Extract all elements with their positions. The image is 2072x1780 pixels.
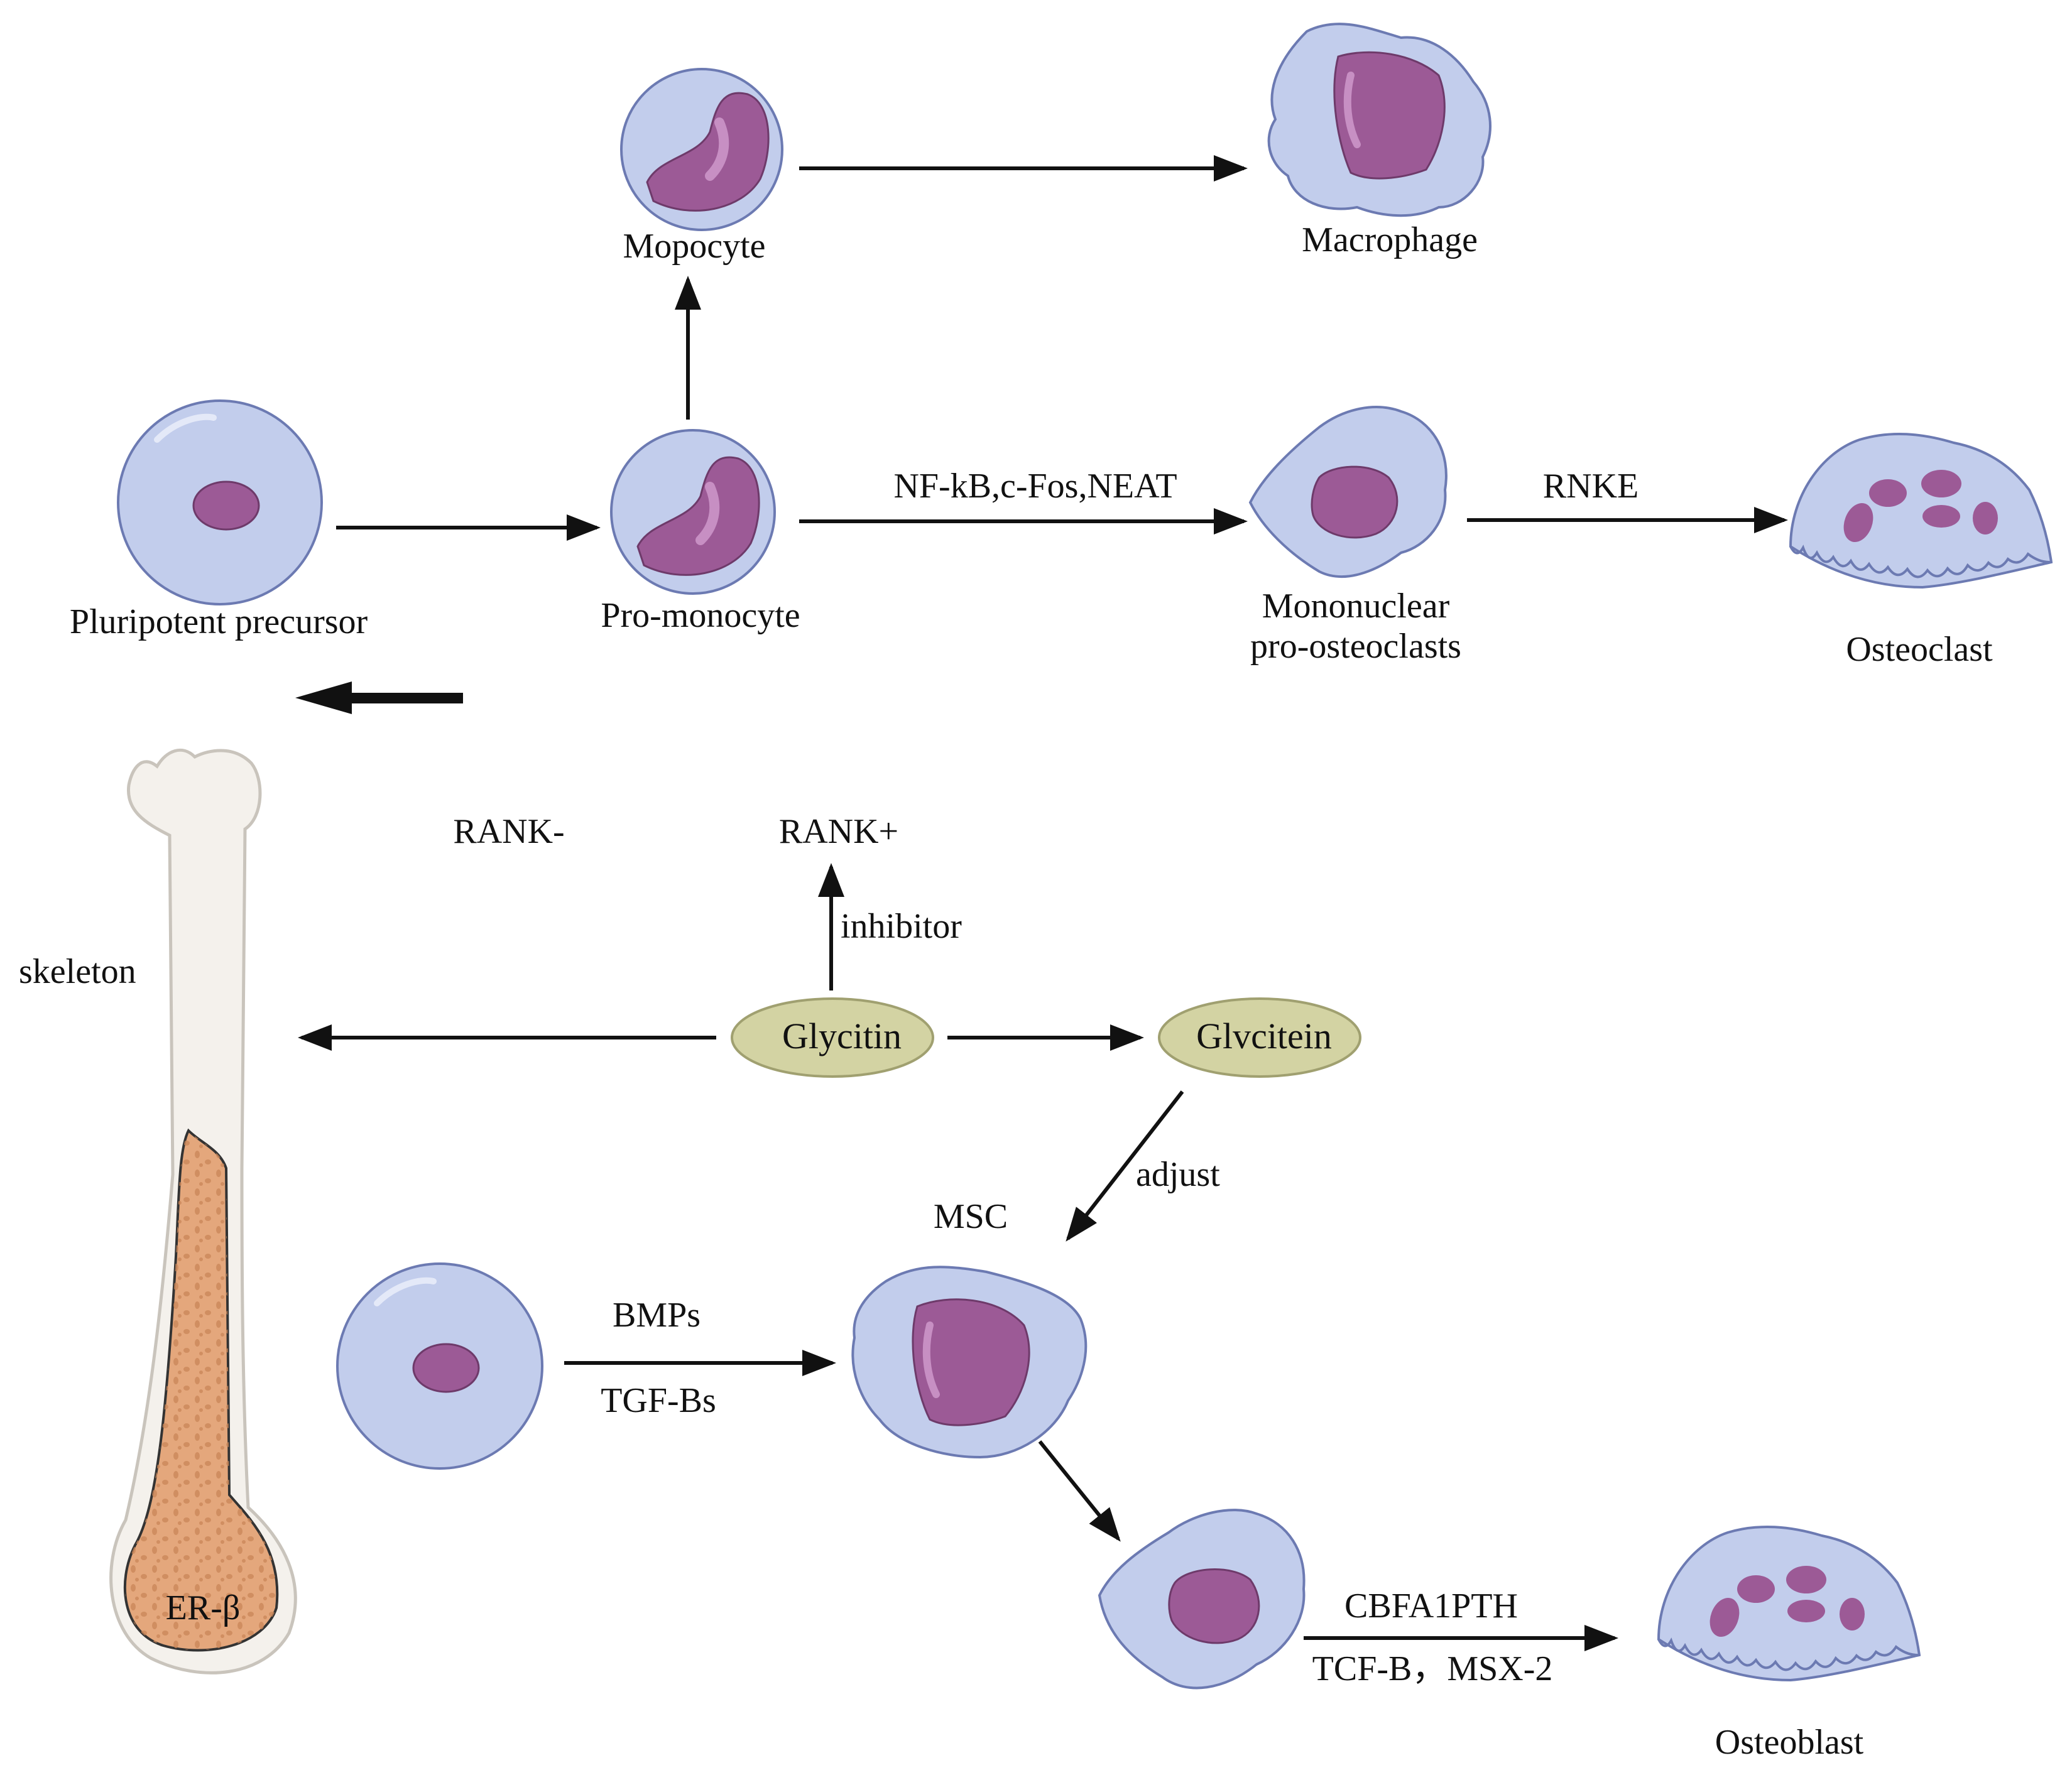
glvcitein-oval (1158, 997, 1361, 1078)
osteoclast-cell (1789, 432, 2053, 589)
osteoblast-label: Osteoblast (1715, 1723, 1864, 1762)
mopocyte-cell (620, 68, 783, 231)
bone-skeleton (109, 748, 297, 1674)
cbfa1pth-label: CBFA1PTH (1344, 1587, 1518, 1625)
adjust-label: adjust (1136, 1155, 1220, 1194)
skeleton-label: skeleton (19, 952, 136, 991)
mononuclear-label-line2: pro-osteoclasts (1250, 627, 1461, 666)
arrows (298, 155, 1788, 1651)
pro-monocyte-cell (610, 429, 776, 595)
thick-arrow-to-precursor (295, 681, 463, 714)
nf-kb-label: NF-kB,c-Fos,NEAT (893, 467, 1177, 506)
pluripotent-precursor-label: Pluripotent precursor (69, 602, 368, 641)
tgf-bs-label: TGF-Bs (601, 1381, 716, 1420)
mopocyte-label: Mopocyte (623, 227, 766, 266)
pre-osteoblast-cell (1098, 1509, 1306, 1690)
osteoclast-label: Osteoclast (1846, 630, 1993, 669)
tcf-b-msx2-label: TCF-B，MSX-2 (1312, 1649, 1553, 1688)
rank-plus-label: RANK+ (778, 812, 899, 851)
glycitin-label: Glycitin (782, 1016, 902, 1056)
msc-label: MSC (933, 1197, 1008, 1236)
mononuclear-label: Mononuclear pro-osteoclasts (1250, 586, 1461, 667)
rnke-label: RNKE (1542, 467, 1639, 506)
pluripotent-precursor-cell (117, 399, 323, 605)
mononuclear-label-line1: Mononuclear (1262, 587, 1450, 626)
glycitin-oval (731, 997, 934, 1078)
mesenchymal-precursor-cell (336, 1262, 543, 1470)
macrophage-label: Macrophage (1302, 220, 1478, 259)
bmps-label: BMPs (612, 1296, 701, 1335)
osteoblast-cell (1657, 1525, 1921, 1682)
rank-minus-label: RANK- (453, 812, 565, 851)
arrow-glvcitein-to-msc (1066, 1090, 1184, 1242)
arrow-msc-to-preosteoblast (1038, 1440, 1121, 1542)
macrophage-cell (1267, 23, 1491, 217)
pro-monocyte-label: Pro-monocyte (601, 596, 800, 635)
er-beta-label: ER-β (165, 1588, 241, 1627)
inhibitor-label: inhibitor (841, 907, 962, 946)
mononuclear-pro-osteoclast-cell (1248, 406, 1448, 578)
msc-cell (851, 1266, 1088, 1459)
glvcitein-label: Glvcitein (1196, 1016, 1332, 1056)
